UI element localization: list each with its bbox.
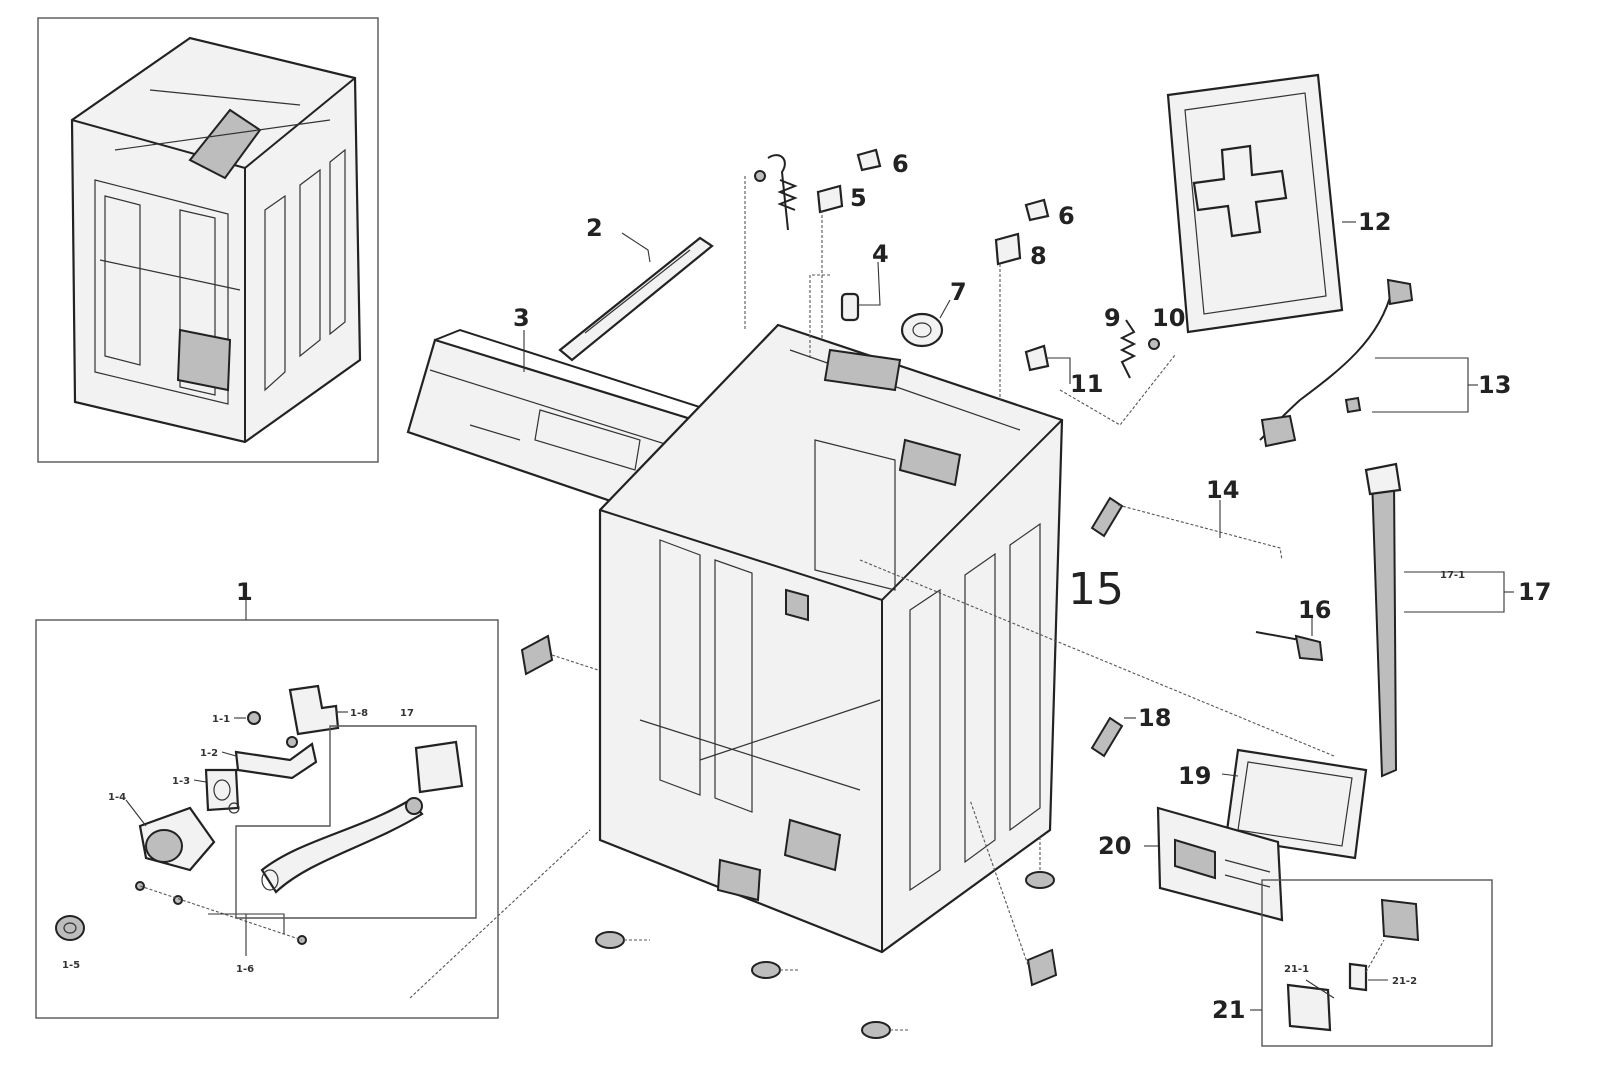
callout-6b: 6 bbox=[1058, 202, 1075, 230]
callout-10: 10 bbox=[1152, 304, 1185, 332]
part-7: 7 bbox=[900, 278, 967, 348]
callout-3: 3 bbox=[513, 304, 530, 332]
callout-12: 12 bbox=[1358, 208, 1391, 236]
callout-5: 5 bbox=[850, 184, 867, 212]
part-9-spring: 9 bbox=[1104, 304, 1137, 379]
part-4: 4 bbox=[809, 240, 889, 360]
callout-7: 7 bbox=[950, 278, 967, 306]
callout-21: 21 bbox=[1212, 996, 1245, 1024]
callout-1-1: 1-1 bbox=[212, 714, 230, 725]
callout-6a: 6 bbox=[892, 150, 909, 178]
callout-1-6: 1-6 bbox=[236, 964, 254, 975]
part-13-harness: 13 bbox=[1259, 278, 1511, 448]
part-2-strip: 2 bbox=[558, 214, 714, 362]
callout-1-3: 1-3 bbox=[172, 776, 190, 787]
part-spring-top bbox=[744, 154, 798, 330]
callout-1: 1 bbox=[236, 578, 253, 606]
callout-13: 13 bbox=[1478, 371, 1511, 399]
part-19-pcb-cover: 19 bbox=[859, 559, 1368, 860]
callout-11: 11 bbox=[1070, 370, 1103, 398]
callout-2: 2 bbox=[586, 214, 603, 242]
part-1-pump-assembly: 1 1-8 1-1 1-2 1-3 1-4 1-5 bbox=[35, 578, 591, 1019]
callout-17: 17 bbox=[1518, 578, 1551, 606]
part-5: 5 bbox=[816, 184, 867, 340]
part-17-drain-hose: 17-1 17 bbox=[1364, 462, 1551, 778]
part-18: 18 bbox=[1090, 704, 1171, 758]
part-15-cabinet: 15 bbox=[598, 323, 1124, 954]
callout-21-2: 21-2 bbox=[1392, 976, 1417, 987]
part-21-assembly: 21-1 21-2 21 bbox=[1212, 879, 1493, 1047]
callout-15: 15 bbox=[1068, 564, 1124, 615]
callout-21-1: 21-1 bbox=[1284, 964, 1309, 975]
callout-8: 8 bbox=[1030, 242, 1047, 270]
part-14-rod: 14 bbox=[1090, 476, 1283, 561]
part-12-lid: 12 bbox=[1166, 73, 1391, 334]
side-clips bbox=[520, 634, 1058, 987]
callout-1-8: 1-8 bbox=[350, 708, 368, 719]
part-6a: 6 bbox=[856, 148, 909, 178]
assembled-view-inset bbox=[37, 17, 379, 463]
part-16-plug: 16 bbox=[1255, 596, 1331, 662]
callout-20: 20 bbox=[1098, 832, 1131, 860]
callout-14: 14 bbox=[1206, 476, 1239, 504]
callout-1-4: 1-4 bbox=[108, 792, 126, 803]
callout-1-5: 1-5 bbox=[62, 960, 80, 971]
part-6b: 6 bbox=[1024, 198, 1075, 230]
callout-17-inner: 17 bbox=[400, 708, 414, 719]
callout-19: 19 bbox=[1178, 762, 1211, 790]
callout-16: 16 bbox=[1298, 596, 1331, 624]
part-11: 11 bbox=[1024, 344, 1176, 426]
callout-18: 18 bbox=[1138, 704, 1171, 732]
part-10: 10 bbox=[1148, 304, 1185, 350]
callout-4: 4 bbox=[872, 240, 889, 268]
leveling-feet bbox=[595, 835, 1055, 1039]
callout-1-2: 1-2 bbox=[200, 748, 218, 759]
part-8: 8 bbox=[994, 232, 1047, 400]
callout-9: 9 bbox=[1104, 304, 1121, 332]
callout-17-1: 17-1 bbox=[1440, 570, 1465, 581]
